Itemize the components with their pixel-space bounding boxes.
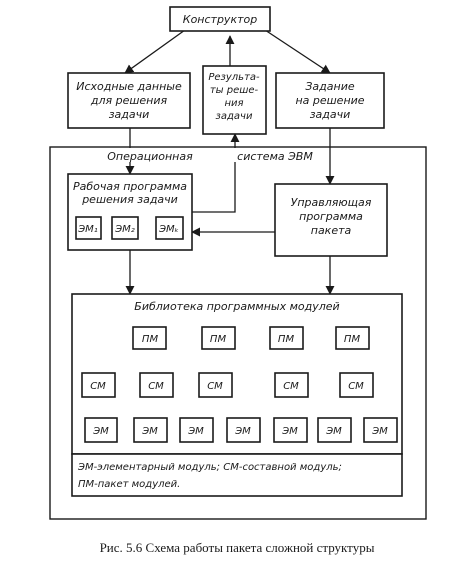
task-line-2: на решение [295, 94, 364, 107]
task-line-1: Задание [305, 80, 354, 93]
em-box-5 [273, 417, 308, 443]
task-node: Задание на решение задачи [275, 72, 385, 129]
sm-box-1 [81, 372, 116, 398]
constructor-label: Конструктор [183, 13, 257, 26]
sm-label-2: СМ [148, 381, 164, 392]
os-frame [49, 146, 427, 520]
em2-box [111, 216, 139, 240]
em-box-7 [363, 417, 398, 443]
em-label-4: ЭМ [234, 426, 251, 437]
em-box-3 [179, 417, 214, 443]
legend-line-1: ЭМ-элементарный модуль; СМ-составной мод… [77, 462, 342, 473]
task-line-3: задачи [310, 108, 351, 121]
library-title: Библиотека программных модулей [134, 300, 339, 313]
library-node: Библиотека программных модулей ПМ ПМ ПМ … [71, 293, 403, 455]
sm-label-5: СМ [348, 381, 364, 392]
pm-box-4 [335, 326, 370, 350]
sm-label-1: СМ [90, 381, 106, 392]
control-program-node: Управляющая программа пакета [274, 183, 388, 257]
os-label-right: система ЭВМ [237, 150, 313, 163]
pm-box-3 [269, 326, 304, 350]
os-label-mask [112, 148, 190, 162]
em-label-6: ЭМ [325, 426, 342, 437]
results-line-3: ния [224, 98, 243, 109]
em-label-5: ЭМ [281, 426, 298, 437]
results-line-2: ты реше- [210, 85, 259, 96]
em1-box [75, 216, 102, 240]
em1-label: ЭМ₁ [77, 224, 98, 235]
sm-label-3: СМ [207, 381, 223, 392]
pm-label-3: ПМ [278, 334, 295, 345]
em-label-7: ЭМ [371, 426, 388, 437]
em-box-4 [226, 417, 261, 443]
edge-constructor-input [124, 29, 186, 74]
legend-box: ЭМ-элементарный модуль; СМ-составной мод… [71, 453, 403, 497]
constructor-node: Конструктор [169, 6, 271, 32]
os-label-mask-2 [232, 148, 318, 162]
control-line-1: Управляющая [291, 196, 372, 209]
sm-box-3 [198, 372, 233, 398]
edge-constructor-task [264, 29, 331, 74]
sm-box-5 [339, 372, 374, 398]
control-line-3: пакета [311, 224, 352, 237]
em-label-1: ЭМ [92, 426, 109, 437]
input-data-line-2: для решения [90, 94, 168, 107]
legend-line-2: ПМ-пакет модулей. [78, 479, 180, 490]
os-label-left: Операционная [107, 150, 193, 163]
sm-box-4 [274, 372, 309, 398]
work-program-line-1: Рабочая программа [73, 180, 187, 193]
results-node: Результа- ты реше- ния задачи [202, 65, 267, 135]
input-data-line-3: задачи [109, 108, 150, 121]
input-data-node: Исходные данные для решения задачи [67, 72, 191, 129]
figure-caption: Рис. 5.6 Схема работы пакета сложной стр… [100, 540, 375, 555]
em-box-6 [317, 417, 352, 443]
input-data-line-1: Исходные данные [76, 80, 182, 93]
results-line-4: задачи [216, 111, 253, 122]
emk-label: ЭМₖ [158, 224, 179, 235]
work-program-node: Рабочая программа решения задачи ЭМ₁ ЭМ₂… [67, 173, 193, 251]
em-label-3: ЭМ [187, 426, 204, 437]
sm-box-2 [139, 372, 174, 398]
pm-label-4: ПМ [344, 334, 361, 345]
em-label-2: ЭМ [141, 426, 158, 437]
em-box-1 [84, 417, 118, 443]
control-line-2: программа [299, 210, 363, 223]
edge-workprogram-results [192, 133, 240, 213]
work-program-line-2: решения задачи [81, 193, 178, 206]
pm-label-2: ПМ [210, 334, 227, 345]
pm-box-2 [201, 326, 236, 350]
pm-label-1: ПМ [142, 334, 159, 345]
em-box-2 [133, 417, 168, 443]
results-line-1: Результа- [208, 72, 260, 83]
em2-label: ЭМ₂ [114, 224, 135, 235]
pm-box-1 [132, 326, 167, 350]
emk-box [155, 216, 184, 240]
sm-label-4: СМ [283, 381, 299, 392]
